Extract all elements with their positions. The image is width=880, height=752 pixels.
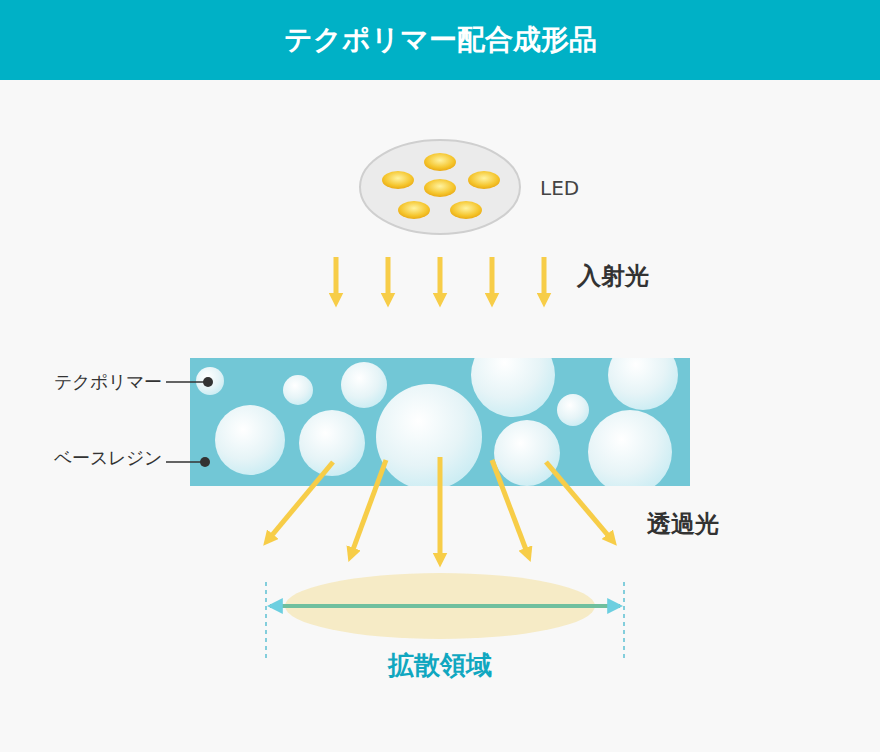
polymer-beads (196, 358, 678, 486)
region-bounds (266, 582, 624, 658)
leader-dot (200, 457, 210, 467)
transmitted-arrows (268, 457, 612, 560)
light-label: 透過光 (647, 510, 719, 539)
light-label: 入射光 (577, 262, 649, 291)
width-arrow (270, 604, 620, 608)
region-label: 拡散領域 (388, 650, 492, 681)
leader-dot (203, 377, 213, 387)
led-housing (360, 140, 520, 234)
part-name: ベースレジン (54, 447, 162, 469)
title-text: テクポリマー配合成形品 (284, 23, 597, 57)
led-label: LED (540, 176, 579, 200)
part-name: テクポリマー (54, 371, 162, 393)
leader-lines (166, 382, 208, 462)
incident-arrows (336, 257, 544, 300)
led-chips (382, 153, 500, 219)
